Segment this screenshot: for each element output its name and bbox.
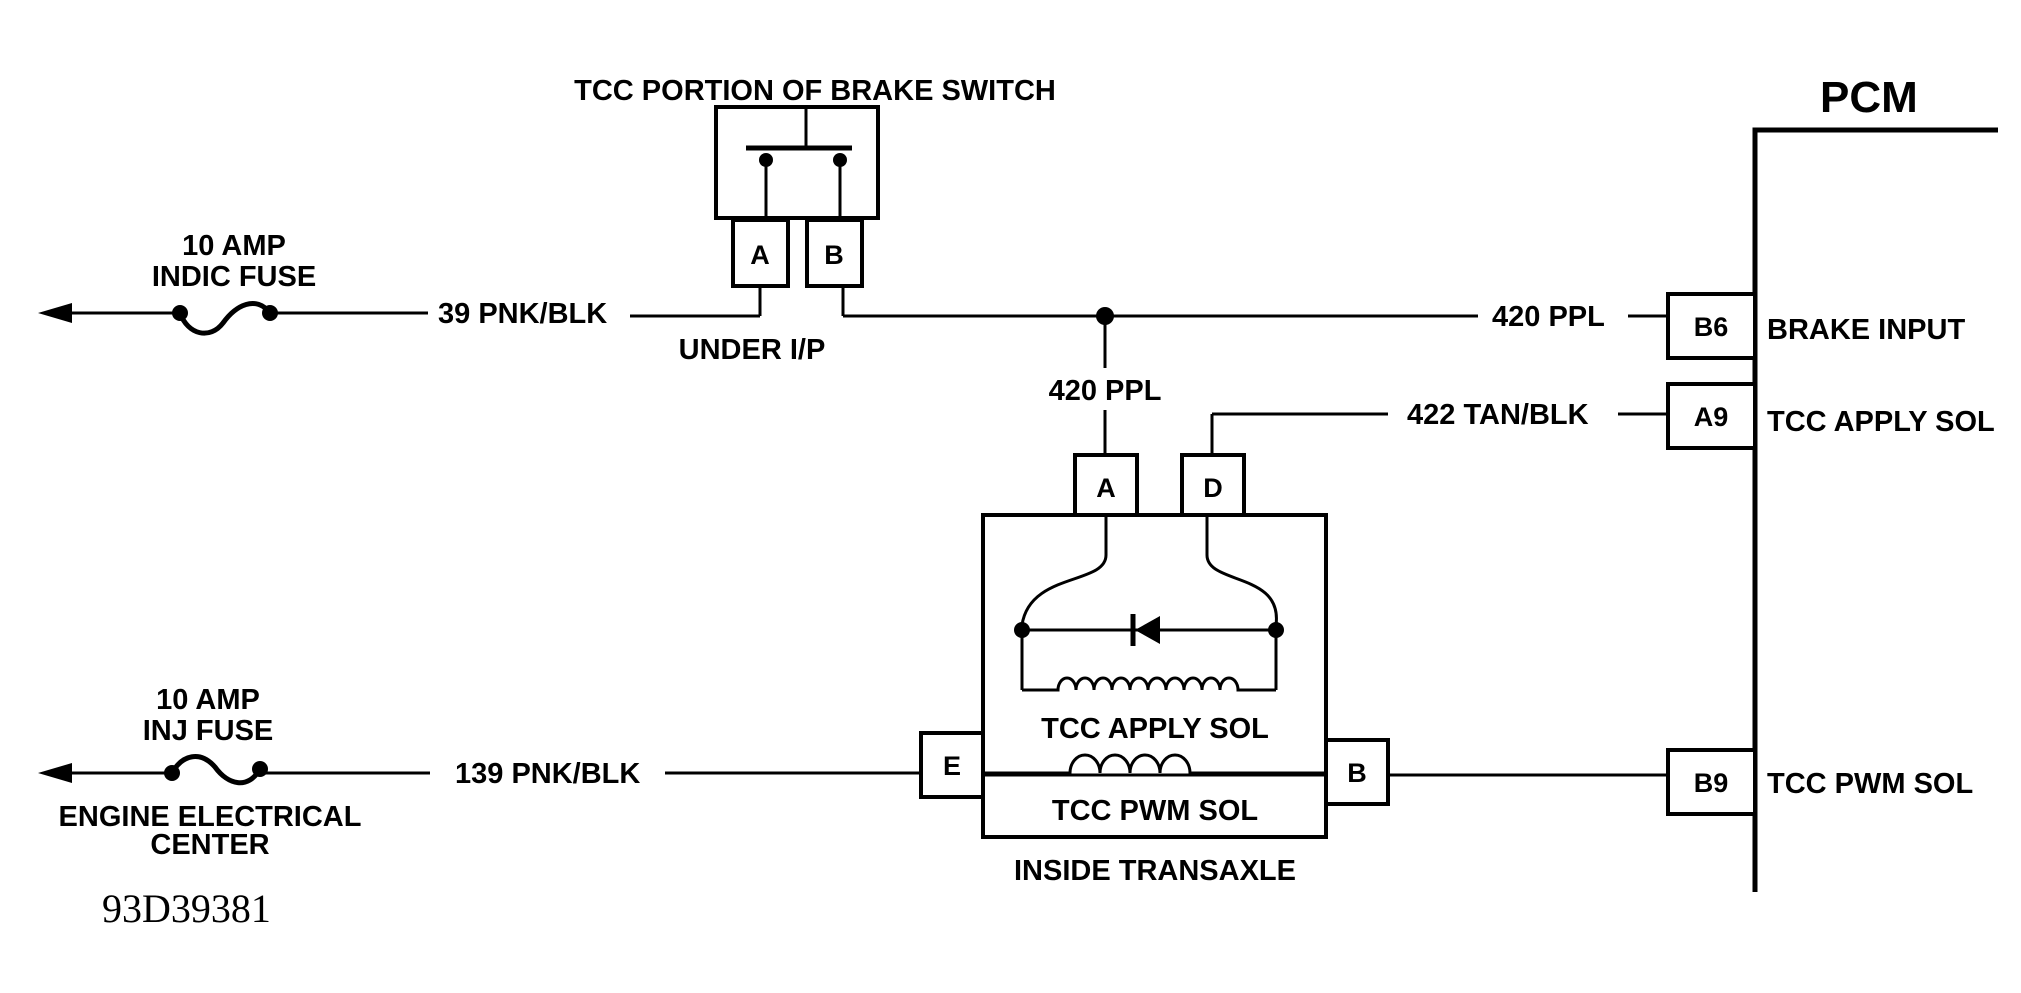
pcm-pin-b6-box — [1666, 292, 1757, 360]
brake-switch-pin-a — [731, 218, 790, 288]
pcm-outline — [1752, 127, 1998, 892]
pcm-pin-b6-label: BRAKE INPUT — [1767, 314, 1965, 346]
brake-switch-title: TCC PORTION OF BRAKE SWITCH — [574, 75, 1056, 107]
transaxle-assembly: A D TCC APPLY SOL TCC PWM SOL E B INSIDE… — [919, 453, 1390, 887]
diode-node-left — [1014, 622, 1030, 638]
apply-lead-right — [1205, 515, 1278, 690]
fuse-inj-icon — [169, 754, 263, 786]
inj-fuse-terminal-right — [252, 761, 268, 777]
brake-switch-location: UNDER I/P — [679, 334, 826, 366]
indic-fuse-amp: 10 AMP — [182, 230, 286, 262]
pcm-pin-b9-id: B9 — [1694, 768, 1729, 798]
brake-switch-pin-b — [805, 218, 864, 288]
brake-switch-body — [714, 105, 880, 220]
pcm-pin-a9-id: A9 — [1694, 402, 1729, 432]
inj-fuse-circuit: 10 AMP INJ FUSE 139 PNK/BLK ENGINE ELECT… — [38, 684, 921, 861]
wire-139-label: 139 PNK/BLK — [455, 758, 640, 790]
inj-fuse-name: INJ FUSE — [143, 715, 274, 747]
transaxle-pin-d-label: D — [1203, 473, 1223, 503]
pcm-pin-b9: B9 TCC PWM SOL — [1666, 748, 1973, 816]
wire-420-down-label: 420 PPL — [1049, 375, 1162, 407]
indic-fuse-circuit: 10 AMP INDIC FUSE 39 PNK/BLK — [38, 230, 762, 336]
engine-center-line2: CENTER — [150, 829, 269, 861]
indic-fuse-name: INDIC FUSE — [152, 261, 316, 293]
diode-node-right — [1268, 622, 1284, 638]
wire-420-circuit: 420 PPL 420 PPL — [841, 286, 1668, 455]
pcm-pin-b9-box — [1666, 748, 1757, 816]
engine-center-line1: ENGINE ELECTRICAL — [59, 801, 362, 833]
apply-coil-icon — [1022, 676, 1276, 692]
pcm-pin-b9-label: TCC PWM SOL — [1767, 768, 1973, 800]
apply-lead-left — [1020, 515, 1108, 690]
pwm-coil-icon — [985, 753, 1324, 775]
pcm-pin-b6-id: B6 — [1694, 312, 1729, 342]
pcm-pin-a9-box — [1666, 382, 1757, 450]
fuse-indic-icon — [177, 301, 272, 336]
brake-switch-pin-a-label: A — [750, 240, 770, 270]
apply-sol-label: TCC APPLY SOL — [1041, 713, 1269, 745]
transaxle-location: INSIDE TRANSAXLE — [1014, 855, 1296, 887]
transaxle-pin-b — [1324, 738, 1390, 806]
inj-fuse-amp: 10 AMP — [156, 684, 260, 716]
pcm-pin-a9-label: TCC APPLY SOL — [1767, 406, 1995, 438]
wire-422-circuit: 422 TAN/BLK — [1210, 399, 1668, 455]
transaxle-pin-e-label: E — [943, 751, 961, 781]
brake-switch: TCC PORTION OF BRAKE SWITCH A B UNDER I/… — [574, 75, 1056, 366]
transaxle-body — [981, 513, 1328, 839]
arrow-left-icon — [38, 303, 72, 323]
transaxle-pin-e — [919, 731, 985, 799]
transaxle-pin-a-label: A — [1096, 473, 1116, 503]
transaxle-pin-b-label: B — [1347, 758, 1367, 788]
wire-420-right-label: 420 PPL — [1492, 301, 1605, 333]
wire-422-label: 422 TAN/BLK — [1407, 399, 1589, 431]
pcm: PCM — [1752, 73, 1998, 892]
pcm-title: PCM — [1820, 73, 1918, 122]
diode-icon — [1135, 616, 1160, 644]
pwm-sol-label: TCC PWM SOL — [1052, 795, 1258, 827]
brake-switch-pin-b-label: B — [824, 240, 844, 270]
pcm-pin-a9: A9 TCC APPLY SOL — [1666, 382, 1995, 450]
figure-id: 93D39381 — [102, 886, 271, 931]
arrow-left-icon-2 — [38, 763, 72, 783]
pcm-pin-b6: B6 BRAKE INPUT — [1666, 292, 1965, 360]
wire-39-label: 39 PNK/BLK — [438, 298, 607, 330]
transaxle-pin-d — [1180, 453, 1246, 517]
